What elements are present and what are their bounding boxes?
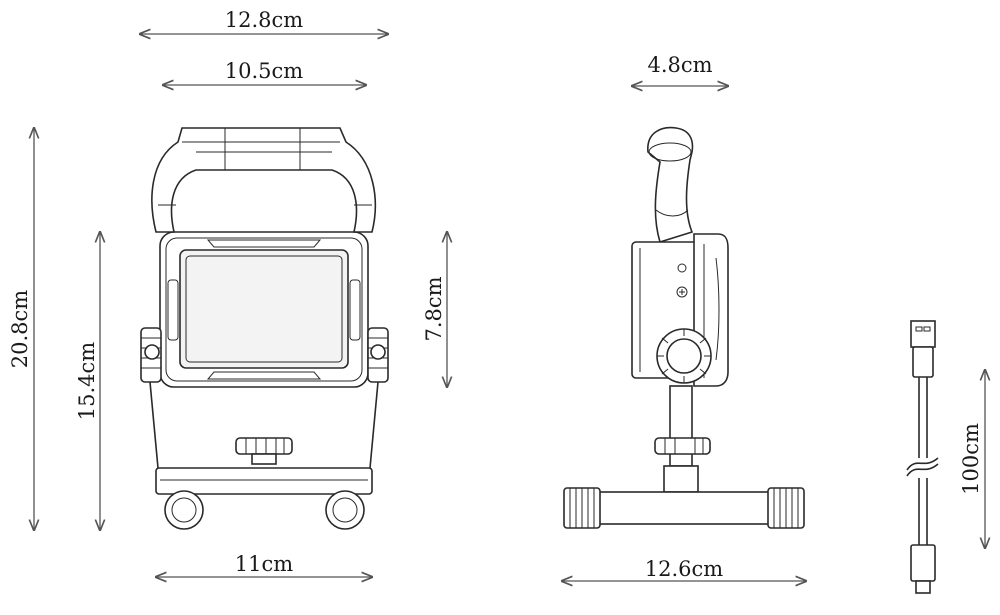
usb-cable [906,320,939,594]
handle [151,127,377,233]
lamp-height-label: 7.8cm [422,276,446,341]
usb-a-plug [910,320,936,378]
side-view [563,126,805,529]
cable-break-mark [906,457,939,471]
front-center-knob [235,437,293,465]
side-base-tube [597,491,771,525]
front-right-foot [325,490,365,530]
side-post-knob [654,437,711,455]
front-left-foot [164,490,204,530]
lamp-width-label: 10.5cm [225,59,304,83]
side-adjust-knob [656,328,712,384]
dimension-cable-length: 100cm [959,370,985,548]
front-view [140,127,389,530]
micro-usb-plug [910,544,936,594]
right-adjust-knob [367,327,389,383]
dimension-base-width: 11cm [156,552,372,577]
stand-height-label: 15.4cm [75,342,99,421]
lamp-lens [179,249,349,369]
lamp-housing [159,231,369,388]
side-handle [647,126,694,244]
left-adjust-knob [140,327,162,383]
dimension-lamp-height: 7.8cm [422,232,447,387]
dimension-depth: 4.8cm [632,53,728,86]
dimension-stand-height: 15.4cm [75,232,100,530]
front-base-bar [155,467,373,495]
dimension-overall-width: 12.8cm [140,8,388,34]
base-length-label: 12.6cm [645,557,724,581]
dimension-overall-height: 20.8cm [8,128,34,530]
dimension-base-length: 12.6cm [562,557,806,581]
overall-width-label: 12.8cm [225,8,304,32]
side-left-foot [563,487,601,529]
base-width-label: 11cm [235,552,293,576]
overall-height-label: 20.8cm [8,290,32,369]
depth-label: 4.8cm [647,53,712,77]
cable-length-label: 100cm [959,423,983,495]
side-right-foot [767,487,805,529]
dimension-lamp-width: 10.5cm [163,59,366,85]
